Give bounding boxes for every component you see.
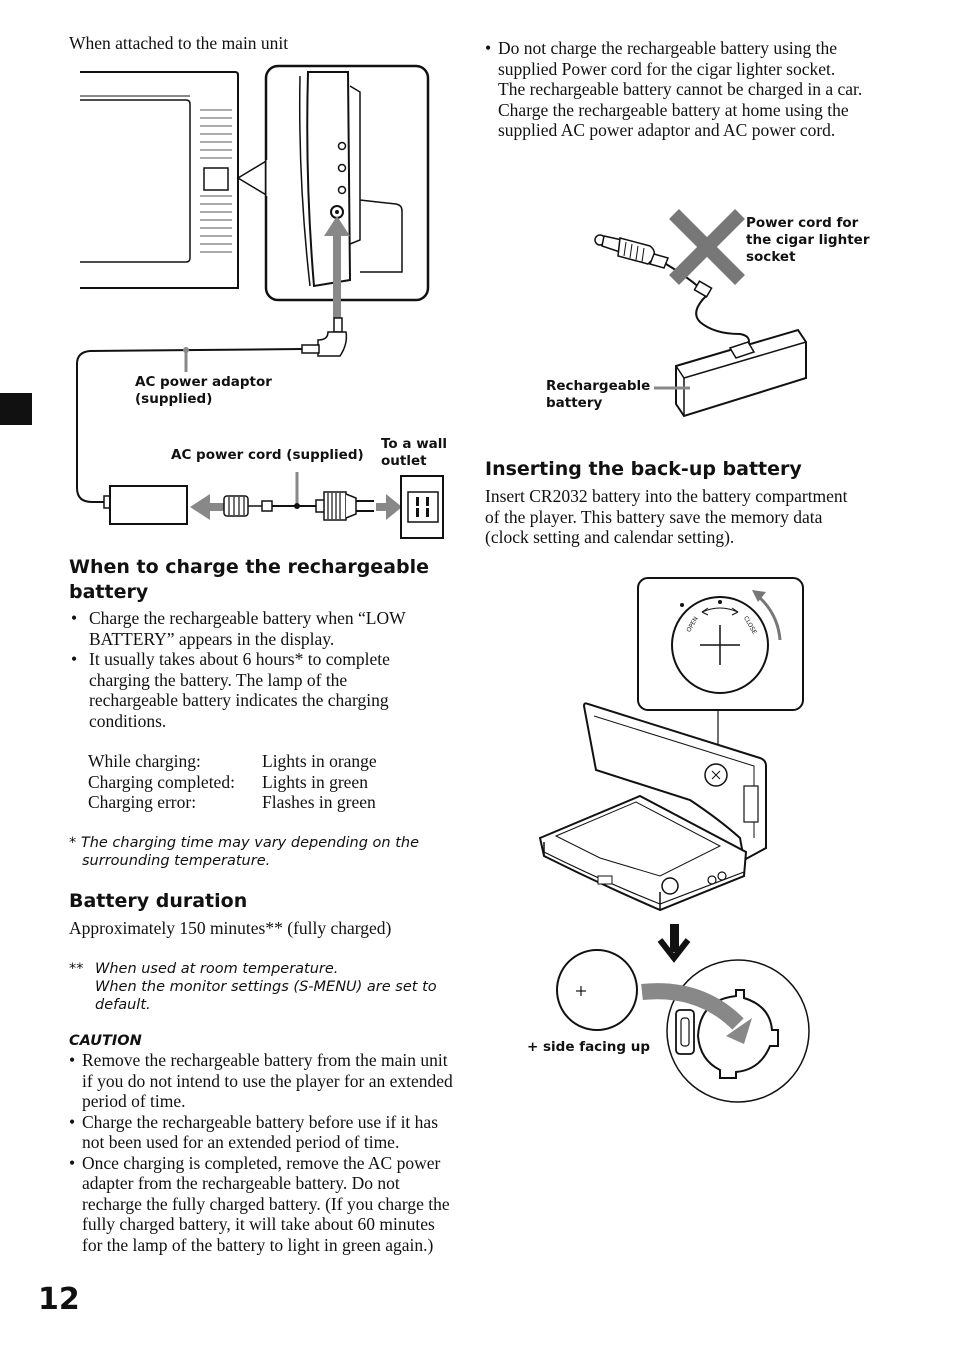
list-item: Charge the rechargeable battery before u…	[69, 1112, 454, 1153]
backup-text: Insert CR2032 battery into the battery c…	[485, 486, 848, 547]
list-item: It usually takes about 6 hours* to compl…	[69, 649, 439, 731]
page-number: 12	[38, 1282, 80, 1317]
charge-bullet-list: Charge the rechargeable battery when “LO…	[69, 608, 439, 731]
charge-heading: When to charge the rechargeable battery	[69, 556, 429, 603]
charging-status-table: While charging: Lights in orange Chargin…	[88, 751, 377, 813]
room-temperature-footnote: ** When used at room temperature. When t…	[69, 961, 437, 1013]
backup-heading: Inserting the back-up battery	[485, 458, 802, 480]
wall-outlet-label: To a wall outlet	[381, 436, 448, 469]
section-tab-marker	[0, 393, 32, 425]
charging-connection-figure	[76, 64, 444, 539]
rechargeable-battery-label: Rechargeable battery	[546, 378, 651, 411]
list-item: Do not charge the rechargeable battery u…	[485, 38, 863, 141]
table-row: While charging: Lights in orange	[88, 751, 377, 771]
ac-cord-label: AC power cord (supplied)	[171, 447, 364, 463]
caution-list: Remove the rechargeable battery from the…	[69, 1050, 454, 1255]
list-item: Once charging is completed, remove the A…	[69, 1153, 454, 1256]
backup-battery-figure: OPEN CLOSE	[538, 577, 810, 1103]
plus-side-label: + side facing up	[527, 1039, 651, 1055]
table-row: Charging error: Flashes in green	[88, 792, 376, 812]
attached-caption: When attached to the main unit	[69, 33, 289, 53]
list-item: Remove the rechargeable battery from the…	[69, 1050, 454, 1112]
caution-heading: CAUTION	[69, 1033, 142, 1049]
charging-time-footnote: * The charging time may vary depending o…	[69, 835, 420, 869]
cigar-cord-figure	[594, 209, 807, 418]
duration-text: Approximately 150 minutes** (fully charg…	[69, 918, 392, 938]
table-row: Charging completed: Lights in green	[88, 771, 368, 792]
cigar-warning: Do not charge the rechargeable battery u…	[485, 38, 863, 141]
cigar-cord-label: Power cord for the cigar lighter socket	[746, 215, 870, 265]
ac-adaptor-label: AC power adaptor (supplied)	[135, 374, 272, 407]
list-item: Charge the rechargeable battery when “LO…	[69, 608, 439, 649]
duration-heading: Battery duration	[69, 890, 248, 912]
